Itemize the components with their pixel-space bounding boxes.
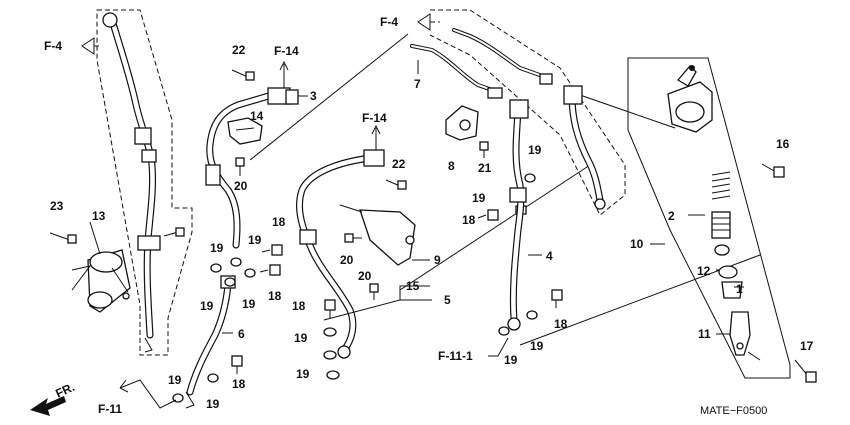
ref-f14-left: F-14 bbox=[274, 44, 299, 58]
label-part-19: 19 bbox=[200, 299, 214, 313]
label-part-11: 11 bbox=[698, 327, 711, 341]
label-part-2: 2 bbox=[668, 209, 675, 223]
f11-1-leader bbox=[488, 337, 509, 357]
label-part-15: 15 bbox=[406, 279, 420, 293]
hose-joint-8 bbox=[445, 105, 479, 141]
label-part-19: 19 bbox=[504, 353, 518, 367]
piston-spring-2 bbox=[711, 171, 731, 256]
ref-f4-top: F-4 bbox=[380, 15, 398, 29]
cup-12 bbox=[718, 265, 738, 279]
caliper-mount-bolt bbox=[163, 227, 185, 237]
label-part-19: 19 bbox=[530, 339, 544, 353]
f14-mid-arrow bbox=[371, 124, 381, 150]
ref-f11-1: F-11-1 bbox=[438, 349, 473, 363]
bolt-21 bbox=[479, 141, 489, 158]
f4-left-arrow bbox=[81, 37, 100, 55]
bolt-17 bbox=[794, 359, 817, 383]
label-part-23: 23 bbox=[50, 199, 64, 213]
separator-line-upper bbox=[249, 33, 409, 161]
diagram-code: MATE−F0500 bbox=[700, 405, 767, 417]
label-part-22: 22 bbox=[392, 157, 406, 171]
upper-right-hose bbox=[563, 85, 606, 210]
brake-hose-5 bbox=[296, 149, 385, 359]
label-part-19: 19 bbox=[168, 373, 182, 387]
label-part-12: 12 bbox=[697, 264, 711, 278]
label-part-21: 21 bbox=[478, 161, 492, 175]
label-part-5: 5 bbox=[444, 293, 451, 307]
left-caliper-boundary bbox=[96, 9, 193, 356]
left-caliper-hose bbox=[102, 12, 161, 353]
label-part-20: 20 bbox=[234, 179, 248, 193]
push-rod-11 bbox=[729, 311, 761, 361]
bolt-20-left bbox=[235, 157, 245, 176]
label-part-19: 19 bbox=[210, 241, 224, 255]
f14-left-arrow bbox=[279, 60, 289, 88]
ref-f14-mid: F-14 bbox=[362, 111, 387, 125]
label-part-9: 9 bbox=[434, 253, 441, 267]
front-caliper bbox=[87, 249, 131, 313]
master-cylinder-boundary bbox=[627, 57, 791, 379]
ref-f4-left: F-4 bbox=[44, 39, 62, 53]
label-part-18: 18 bbox=[554, 317, 568, 331]
label-part-4: 4 bbox=[546, 249, 553, 263]
label-part-14: 14 bbox=[250, 109, 264, 123]
leader-13 bbox=[71, 221, 101, 291]
label-part-18: 18 bbox=[232, 377, 246, 391]
bolt-22-mid bbox=[385, 179, 407, 190]
bolt-22-left bbox=[231, 69, 255, 81]
label-part-22: 22 bbox=[232, 43, 246, 57]
brake-hose-3 bbox=[205, 87, 299, 249]
label-part-19: 19 bbox=[242, 297, 256, 311]
label-part-3: 3 bbox=[310, 89, 317, 103]
bolt-20-mid bbox=[344, 233, 379, 300]
label-part-16: 16 bbox=[776, 137, 790, 151]
label-part-17: 17 bbox=[800, 339, 814, 353]
front-direction-arrow bbox=[30, 396, 66, 416]
label-part-19: 19 bbox=[294, 331, 308, 345]
hose-bracket-14 bbox=[227, 117, 263, 145]
label-part-19: 19 bbox=[248, 233, 262, 247]
label-part-19: 19 bbox=[472, 191, 486, 205]
f4-top-arrow bbox=[417, 13, 440, 31]
separator-line-lower bbox=[399, 164, 591, 291]
label-part-13: 13 bbox=[92, 209, 106, 223]
f11-arrow bbox=[119, 379, 177, 409]
master-cylinder-body bbox=[667, 65, 713, 133]
label-part-19: 19 bbox=[296, 367, 310, 381]
boot-1 bbox=[721, 281, 743, 299]
brake-hose-6 bbox=[185, 275, 236, 409]
top-pipe-boundary bbox=[429, 9, 626, 216]
label-part-7: 7 bbox=[414, 77, 421, 91]
brake-hose-4 bbox=[507, 99, 529, 331]
ref-front: FR. bbox=[53, 380, 76, 401]
caliper-bolt-23 bbox=[49, 232, 77, 244]
leader-5 bbox=[323, 285, 432, 321]
ref-f11: F-11 bbox=[98, 402, 122, 416]
label-part-6: 6 bbox=[238, 327, 245, 341]
washer-cluster-left bbox=[172, 173, 538, 403]
bolt-16 bbox=[761, 163, 785, 178]
label-part-18: 18 bbox=[268, 289, 282, 303]
brake-pipe-7 bbox=[410, 28, 553, 99]
label-part-8: 8 bbox=[448, 159, 455, 173]
label-part-19: 19 bbox=[206, 397, 220, 411]
label-part-19: 19 bbox=[528, 143, 542, 157]
label-part-18: 18 bbox=[292, 299, 306, 313]
hose-bracket-9 bbox=[339, 204, 416, 266]
label-part-1: 1 bbox=[736, 282, 743, 296]
label-part-20: 20 bbox=[340, 253, 354, 267]
label-part-18: 18 bbox=[462, 213, 476, 227]
label-part-20: 20 bbox=[358, 269, 372, 283]
label-part-18: 18 bbox=[272, 215, 286, 229]
label-part-10: 10 bbox=[630, 237, 644, 251]
separator-line-right bbox=[579, 94, 676, 129]
